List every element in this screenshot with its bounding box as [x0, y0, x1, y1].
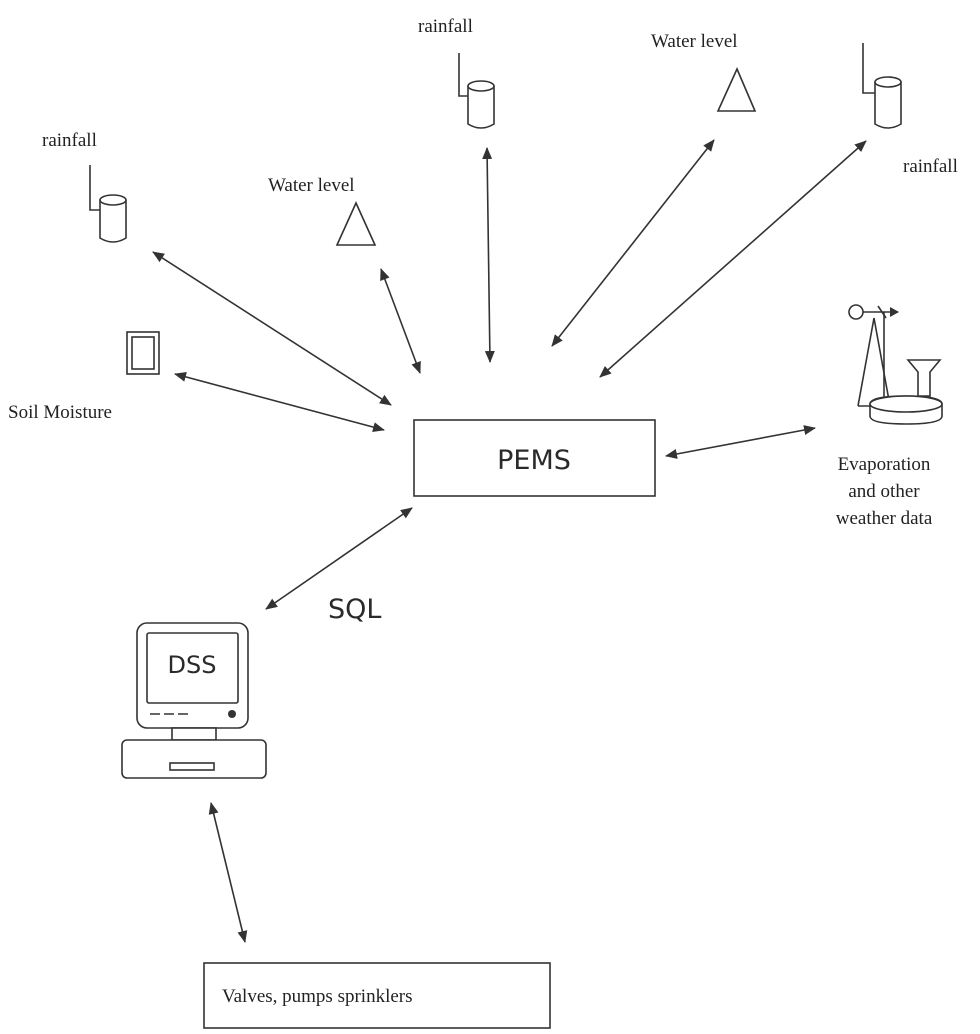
computer-icon: DSS — [121, 622, 267, 779]
water-level-left-label: Water level — [268, 175, 355, 196]
arrow-soil-pems — [174, 372, 385, 432]
pems-label: PEMS — [497, 445, 571, 476]
arrow-rainfall-left-pems — [152, 251, 392, 406]
valves-label: Valves, pumps sprinklers — [222, 986, 413, 1007]
rain-gauge-top-icon — [458, 53, 495, 129]
rain-gauge-right-icon — [862, 43, 902, 129]
pems-node: PEMS — [413, 419, 656, 497]
arrow-waterlevel-right-pems — [551, 139, 715, 347]
water-level-right-icon — [716, 67, 757, 112]
water-level-right-label: Water level — [651, 31, 738, 52]
weather-station-icon — [848, 304, 943, 425]
pems-box — [413, 419, 656, 497]
arrow-rainfall-top-pems — [482, 147, 495, 363]
evaporation-label-line3: weather data — [836, 508, 933, 529]
rain-gauge-left-icon — [89, 165, 127, 243]
soil-moisture-icon — [126, 331, 160, 375]
dss-label: DSS — [168, 651, 217, 679]
valves-box — [203, 962, 551, 1029]
arrow-dss-valves — [208, 802, 248, 943]
valves-node: Valves, pumps sprinklers — [203, 962, 551, 1029]
arrow-waterlevel-left-pems — [380, 268, 421, 374]
rainfall-top-label: rainfall — [418, 16, 473, 37]
arrow-rainfall-right-pems — [599, 140, 867, 378]
arrow-pems-dss — [265, 507, 413, 610]
rainfall-left-label: rainfall — [42, 130, 97, 151]
rainfall-right-label: rainfall — [903, 156, 958, 177]
connections — [152, 139, 867, 943]
soil-moisture-label: Soil Moisture — [8, 402, 112, 423]
evaporation-label-line1: Evaporation — [838, 454, 931, 475]
evaporation-label-line2: and other — [848, 481, 920, 502]
water-level-left-icon — [335, 201, 377, 246]
arrow-pems-weather — [665, 425, 816, 459]
sql-label: SQL — [328, 594, 381, 625]
